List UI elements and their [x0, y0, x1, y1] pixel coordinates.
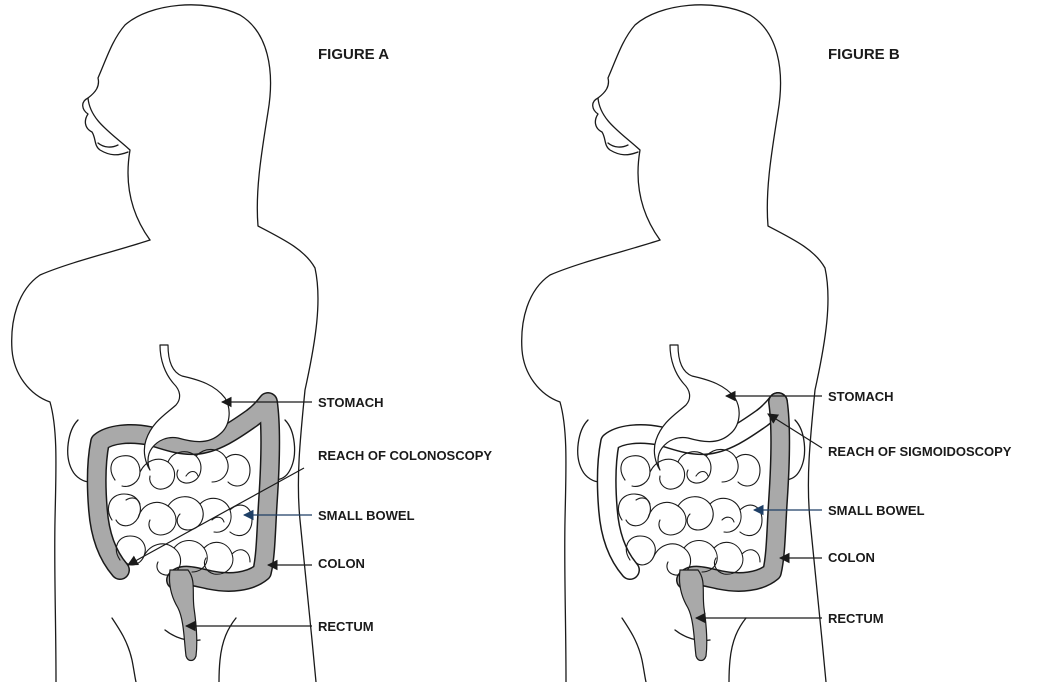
body-outline — [12, 5, 318, 682]
label-colon-b: COLON — [828, 550, 875, 565]
label-rectum-b: RECTUM — [828, 611, 884, 626]
colonoscope-line — [128, 468, 304, 565]
figure-a-title: FIGURE A — [318, 46, 389, 63]
label-reach-b: REACH OF SIGMOIDOSCOPY — [828, 444, 1012, 459]
body-outline — [522, 5, 828, 682]
rectum-shape — [679, 570, 706, 661]
label-stomach-a: STOMACH — [318, 395, 383, 410]
label-reach-a: REACH OF COLONOSCOPY — [318, 448, 492, 463]
label-colon-a: COLON — [318, 556, 365, 571]
label-rectum-a: RECTUM — [318, 619, 374, 634]
small-bowel-shape — [108, 449, 252, 575]
label-stomach-b: STOMACH — [828, 389, 893, 404]
label-small-bowel-b: SMALL BOWEL — [828, 503, 925, 518]
small-bowel-shape — [618, 449, 762, 575]
figure-b-title: FIGURE B — [828, 46, 900, 63]
figure-b: FIGURE B STOMACH REACH OF SIGMOIDOSCOPY … — [522, 5, 1012, 682]
rectum-shape — [169, 570, 196, 661]
figure-a: FIGURE A STOMACH REACH OF COLONOSCOPY SM… — [12, 5, 493, 682]
label-small-bowel-a: SMALL BOWEL — [318, 508, 415, 523]
